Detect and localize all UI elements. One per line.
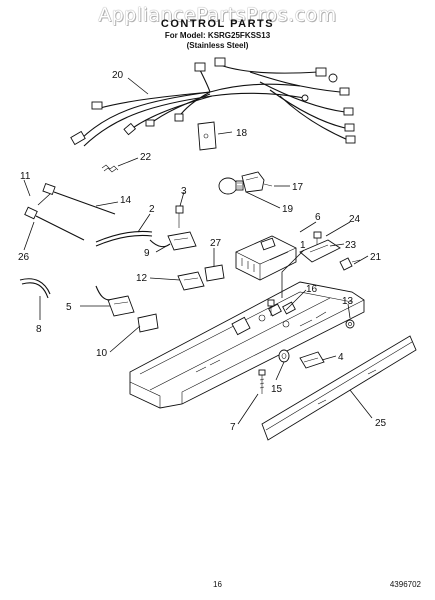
part-17-drawing bbox=[241, 171, 273, 193]
callout-19: 19 bbox=[282, 204, 294, 215]
callout-numbers: 20 18 22 17 19 11 14 3 2 26 9 27 12 8 5 … bbox=[18, 70, 387, 433]
diagram-title: CONTROL PARTS bbox=[160, 18, 275, 30]
part-18-drawing bbox=[197, 121, 217, 151]
finish-line: (Stainless Steel) bbox=[186, 41, 249, 50]
callout-20: 20 bbox=[112, 70, 124, 81]
part-23-drawing bbox=[299, 239, 341, 263]
callout-14: 14 bbox=[120, 195, 132, 206]
part-7-drawing bbox=[258, 369, 266, 394]
callout-4: 4 bbox=[338, 352, 344, 363]
callout-17: 17 bbox=[292, 182, 304, 193]
callout-21: 21 bbox=[370, 252, 382, 263]
page-number: 16 bbox=[213, 580, 222, 589]
part-4-drawing bbox=[299, 351, 325, 369]
part-12-drawing bbox=[177, 271, 205, 291]
callout-18: 18 bbox=[236, 128, 248, 139]
wire-harness-drawing bbox=[70, 57, 356, 147]
callout-23: 23 bbox=[345, 240, 357, 251]
part-25-drawing bbox=[261, 335, 417, 441]
callout-9: 9 bbox=[144, 248, 150, 259]
part-5-drawing bbox=[95, 285, 135, 317]
part-22-drawing bbox=[101, 164, 119, 173]
part-15-drawing bbox=[278, 349, 290, 363]
callout-11: 11 bbox=[20, 171, 31, 182]
callout-6: 6 bbox=[315, 212, 321, 223]
callout-5: 5 bbox=[66, 302, 72, 313]
part-27-drawing bbox=[204, 264, 225, 282]
part-13-drawing bbox=[345, 319, 355, 329]
callout-25: 25 bbox=[375, 418, 387, 429]
part-2-drawing bbox=[95, 230, 153, 247]
callout-13: 13 bbox=[342, 296, 354, 307]
callout-15: 15 bbox=[271, 384, 283, 395]
callout-27: 27 bbox=[210, 238, 222, 249]
callout-16: 16 bbox=[306, 284, 318, 295]
callout-3: 3 bbox=[181, 186, 187, 197]
part-11-14-26-drawing bbox=[24, 182, 116, 241]
part-3-9-drawing bbox=[149, 205, 197, 251]
model-number-line: For Model: KSRG25FKSS13 bbox=[164, 31, 271, 40]
callout-7: 7 bbox=[230, 422, 236, 433]
part-16-drawing bbox=[267, 299, 275, 316]
control-housing-drawing bbox=[129, 281, 365, 409]
site-watermark: AppliancePartsPros.com bbox=[98, 4, 337, 26]
callout-12: 12 bbox=[136, 273, 148, 284]
part-21-drawing bbox=[339, 257, 361, 271]
callout-24: 24 bbox=[349, 214, 361, 225]
document-number: 4396702 bbox=[389, 580, 421, 589]
callout-8: 8 bbox=[36, 324, 42, 335]
callout-2: 2 bbox=[149, 204, 155, 215]
callout-10: 10 bbox=[96, 348, 108, 359]
part-8-drawing bbox=[19, 278, 51, 299]
callout-1: 1 bbox=[300, 240, 306, 251]
leader-lines bbox=[23, 77, 373, 425]
callout-22: 22 bbox=[140, 152, 152, 163]
part-6-drawing bbox=[235, 235, 297, 281]
part-19-drawing bbox=[218, 177, 244, 195]
part-10-drawing bbox=[137, 313, 159, 333]
callout-26: 26 bbox=[18, 252, 30, 263]
